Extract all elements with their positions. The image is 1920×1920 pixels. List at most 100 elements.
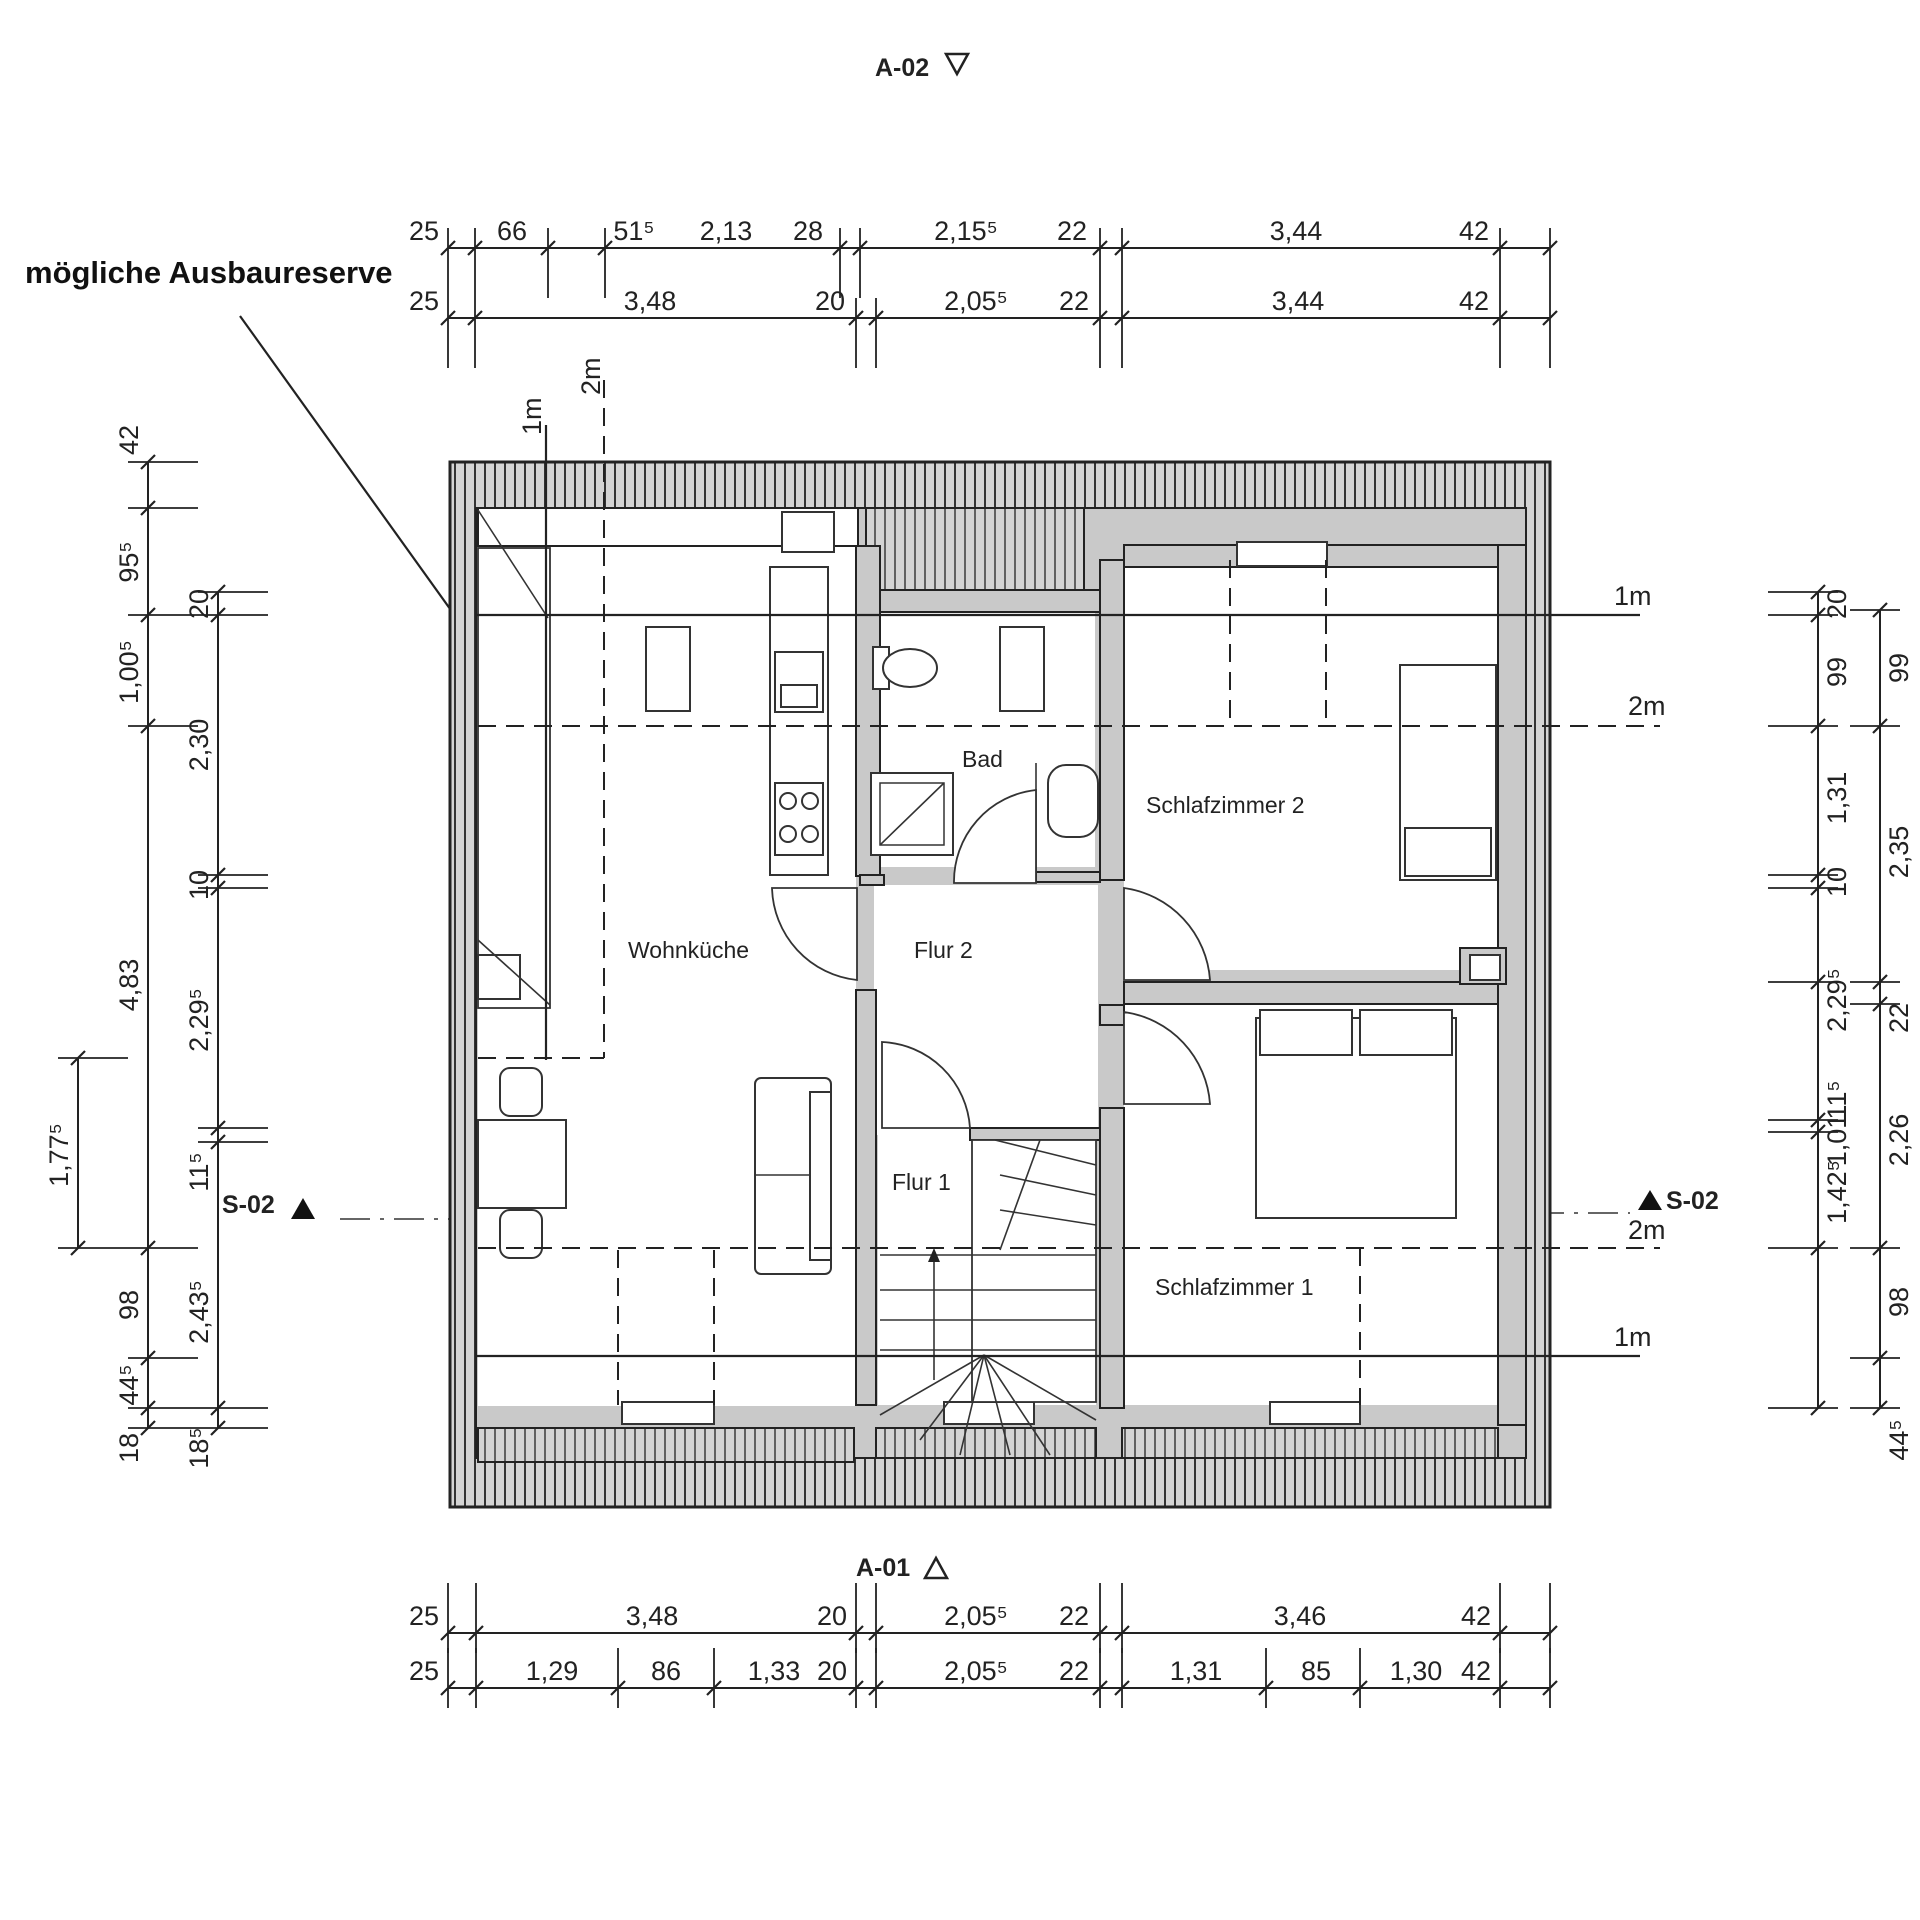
dim-top-row1-tick (1542, 240, 1558, 256)
dim-top-row1-label: 22 (1057, 216, 1087, 246)
dim-right-outer-label: 98 (1884, 1287, 1914, 1317)
dim-top-row1-label: 3,44 (1270, 216, 1323, 246)
dim-right-outer-tick (1872, 1350, 1888, 1366)
dim-top-row1-label: 2,15⁵ (934, 216, 998, 246)
dim-right-outer-tick (1872, 602, 1888, 618)
dim-bottom-row2-label: 2,05⁵ (944, 1656, 1008, 1686)
dim-bottom-row1-label: 42 (1461, 1601, 1491, 1631)
dim-left-inner-tick (210, 1420, 226, 1436)
dim-top-row1-tick (467, 240, 483, 256)
kitchen-stove (774, 782, 824, 856)
dim-top-row2-label: 42 (1459, 286, 1489, 316)
dim-bottom-row2-label: 42 (1461, 1656, 1491, 1686)
dim-right-inner-tick (1810, 1240, 1826, 1256)
section-label-top: A-02 (875, 54, 929, 82)
dim-right-inner-tick (1810, 1112, 1826, 1128)
dim-bottom-row1-tick (440, 1625, 456, 1641)
stove-burner-icon (779, 792, 797, 810)
dim-right-inner-label: 1,31 (1822, 772, 1852, 825)
dim-left-inner-tick (210, 867, 226, 883)
dim-bottom-row2-tick (1114, 1680, 1130, 1696)
washbasin-icon (1047, 764, 1099, 838)
dim-bottom-row2-tick (1352, 1680, 1368, 1696)
chair-icon (499, 1209, 543, 1259)
dim-top-row1-label: 28 (793, 216, 823, 246)
dim-bottom-row2-label: 20 (817, 1656, 847, 1686)
dim-bottom-row2-label: 1,30 (1390, 1656, 1443, 1686)
dim-right-outer-label: 99 (1884, 653, 1914, 683)
wk-chimney-line (477, 939, 551, 1006)
room-label-flur1: Flur 1 (892, 1169, 951, 1195)
dim-bottom-row2-label: 85 (1301, 1656, 1331, 1686)
dim-left-inner-label: 11⁵ (184, 1152, 214, 1191)
dim-top-row1-tick (597, 240, 613, 256)
dim-top-row1-label: 66 (497, 216, 527, 246)
dim-bottom-row1-tick (848, 1625, 864, 1641)
door-sz1 (1123, 1010, 1211, 1105)
door-sz2 (1123, 886, 1211, 981)
dim-left-outer-tick (140, 607, 156, 623)
dim-left-outer-tick (140, 500, 156, 516)
wk-alcove (477, 547, 551, 1009)
wall-stair-top (969, 1127, 1101, 1141)
dim-bottom-row2-tick (468, 1680, 484, 1696)
chimney-kitchen (781, 511, 835, 553)
dim-top-row1-tick (1092, 240, 1108, 256)
wall-flur1-sz1 (1099, 1107, 1125, 1409)
knee-wall-bottom-right (1121, 1427, 1499, 1459)
height-label-1m-left: 1m (517, 397, 547, 435)
dim-top-row2-label: 22 (1059, 286, 1089, 316)
dim-left-inner-label: 2,30 (184, 719, 214, 772)
door-bad (953, 788, 1037, 884)
stove-burner-icon (801, 792, 819, 810)
dim-left-sub-label: 1,77⁵ (44, 1123, 74, 1187)
dim-left-inner-tick (210, 607, 226, 623)
dim-left-inner-tick (210, 1120, 226, 1136)
wall-stub-bad-left (859, 874, 885, 886)
height-label-2m-top: 2m (1628, 691, 1666, 721)
room-label-schlafzimmer1: Schlafzimmer 1 (1155, 1274, 1313, 1300)
dim-left-outer-label: 42 (114, 425, 144, 455)
dim-bottom-row1-tick (1114, 1625, 1130, 1641)
dim-left-inner-tick (210, 1134, 226, 1150)
dim-top-row1-label: 42 (1459, 216, 1489, 246)
dim-top-row2-tick (1092, 310, 1108, 326)
dim-top-row2-tick (1114, 310, 1130, 326)
dim-right-inner-tick (1810, 1400, 1826, 1416)
dim-left-inner-tick (210, 1400, 226, 1416)
dim-left-inner-label: 2,29⁵ (184, 988, 214, 1052)
section-label-left: S-02 (222, 1191, 275, 1219)
dim-top-row1-label: 25 (409, 216, 439, 246)
dim-bottom-row1-label: 2,05⁵ (944, 1601, 1008, 1631)
dim-top-row2-tick (868, 310, 884, 326)
window-sz1 (1269, 1401, 1361, 1425)
chair-icon (499, 1067, 543, 1117)
dim-bottom-row2-tick (440, 1680, 456, 1696)
room-label-schlafzimmer2: Schlafzimmer 2 (1146, 792, 1304, 818)
dim-right-outer-label: 22 (1884, 1003, 1914, 1033)
height-label-1m-bottom: 1m (1614, 1322, 1652, 1352)
dim-bottom-row2-tick (1092, 1680, 1108, 1696)
dim-bottom-row1-tick (868, 1625, 884, 1641)
dim-left-outer-tick (140, 1350, 156, 1366)
dim-bottom-row1-tick (468, 1625, 484, 1641)
dim-right-inner-tick (1810, 1124, 1826, 1140)
wall-bad-top (879, 589, 1101, 613)
dim-left-inner-tick (210, 584, 226, 600)
section-marker-top-icon (943, 52, 971, 77)
knee-wall-bottom-left (477, 1427, 855, 1463)
door-wohnkueche (771, 887, 858, 982)
dim-left-outer-label: 44⁵ (114, 1364, 144, 1405)
dim-right-inner-label: 99 (1822, 657, 1852, 687)
callout-label: mögliche Ausbaureserve (25, 255, 393, 290)
dim-top-row1-tick (540, 240, 556, 256)
dim-right-outer-label: 2,35 (1884, 826, 1914, 879)
section-label-right: S-02 (1666, 1187, 1719, 1215)
shower-diagonal (879, 782, 945, 846)
dim-top-row2-label: 3,48 (624, 286, 677, 316)
dim-right-inner-tick (1810, 718, 1826, 734)
dim-bottom-row2-tick (1258, 1680, 1274, 1696)
dim-left-outer-label: 1,00⁵ (114, 640, 144, 704)
